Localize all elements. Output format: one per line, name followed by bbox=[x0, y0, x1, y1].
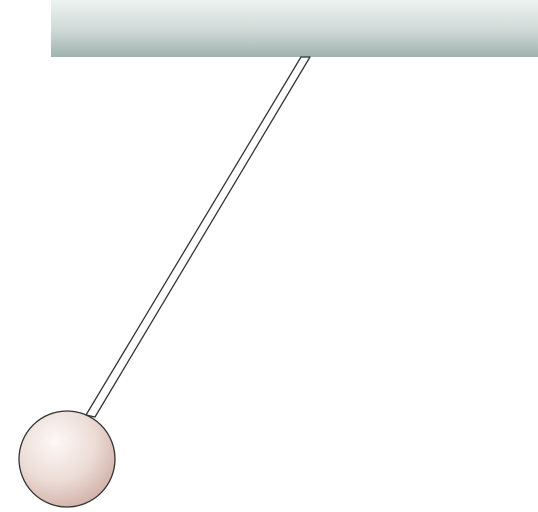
ceiling-support bbox=[51, 0, 538, 57]
pendulum-bob bbox=[19, 411, 115, 507]
pendulum-rod bbox=[86, 57, 310, 417]
